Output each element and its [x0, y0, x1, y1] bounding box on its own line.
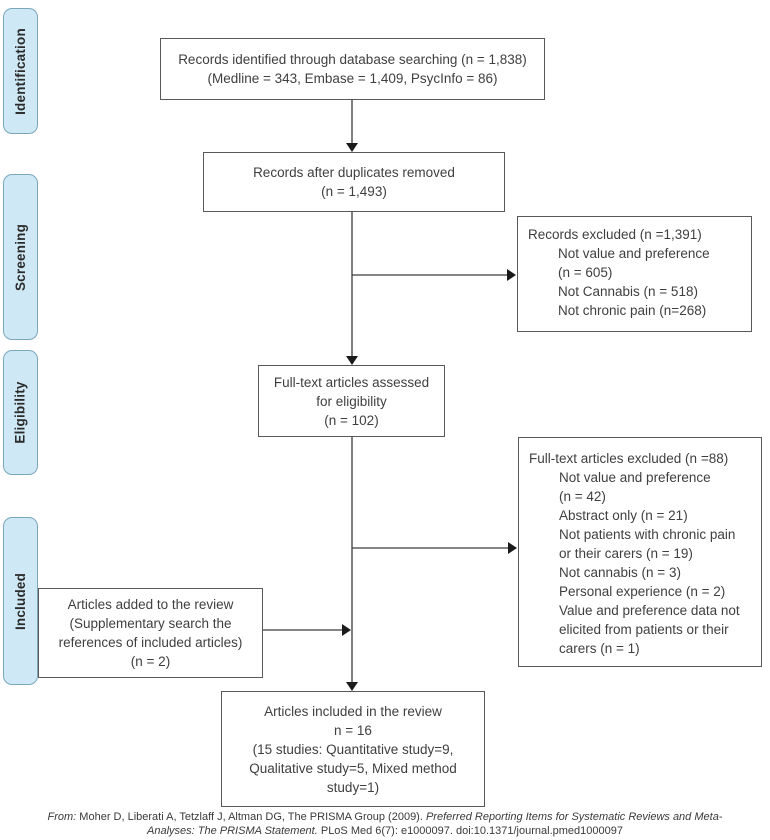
- stage-identification: Identification: [3, 8, 38, 134]
- box-articles-added-line4: (n = 2): [130, 654, 171, 669]
- box-duplicates-removed-line2: (n = 1,493): [321, 184, 387, 199]
- box-duplicates-removed-line1: Records after duplicates removed: [253, 165, 455, 180]
- box-fulltext-excluded-item: Not value and preference: [559, 470, 711, 485]
- citation-authors: Moher D, Liberati A, Tetzlaff J, Altman …: [76, 811, 426, 823]
- box-fulltext-excluded-item: Personal experience (n = 2): [559, 584, 726, 599]
- box-articles-added-line3: references of included articles): [58, 635, 243, 650]
- citation: From: Moher D, Liberati A, Tetzlaff J, A…: [0, 810, 770, 838]
- box-articles-added-line1: Articles added to the review: [67, 597, 234, 612]
- box-fulltext-excluded-item: elicited from patients or their: [559, 622, 729, 637]
- box-fulltext-assessed-line3: (n = 102): [324, 412, 379, 428]
- box-fulltext-assessed: Full-text articles assessed for eligibil…: [258, 365, 445, 437]
- box-articles-included-line2: n = 16: [334, 722, 372, 738]
- box-records-excluded: Records excluded (n =1,391) Not value an…: [517, 216, 752, 332]
- box-articles-added: Articles added to the review (Supplement…: [38, 588, 263, 678]
- citation-line2: Analyses: The PRISMA Statement. PLoS Med…: [0, 824, 770, 838]
- citation-rest: PLoS Med 6(7): e1000097. doi:10.1371/jou…: [317, 825, 623, 837]
- box-articles-included-line5: study=1): [326, 779, 380, 795]
- citation-line1: From: Moher D, Liberati A, Tetzlaff J, A…: [0, 810, 770, 824]
- box-articles-included-line3: (15 studies: Quantitative study=9,: [252, 741, 454, 757]
- box-duplicates-removed: Records after duplicates removed (n = 1,…: [203, 152, 505, 212]
- box-fulltext-excluded-item: Value and preference data not: [559, 603, 740, 618]
- box-records-identified-line1: Records identified through database sear…: [178, 52, 527, 67]
- box-records-excluded-item: Not Cannabis (n = 518): [558, 284, 698, 299]
- box-fulltext-excluded-item: Abstract only (n = 21): [559, 508, 688, 523]
- box-fulltext-excluded-item: carers (n = 1): [559, 641, 640, 656]
- box-records-excluded-header: Records excluded (n =1,391): [528, 227, 702, 242]
- box-fulltext-excluded-header: Full-text articles excluded (n =88): [529, 451, 729, 466]
- stage-eligibility: Eligibility: [3, 350, 38, 475]
- stage-screening: Screening: [3, 174, 38, 340]
- citation-title-line1: Preferred Reporting Items for Systematic…: [425, 811, 723, 823]
- stage-included: Included: [3, 517, 38, 685]
- box-records-excluded-item: Not value and preference: [558, 246, 710, 261]
- citation-prefix: From:: [47, 811, 77, 823]
- box-records-identified: Records identified through database sear…: [160, 38, 545, 100]
- box-articles-included-line4: Qualitative study=5, Mixed method: [249, 760, 457, 776]
- box-fulltext-excluded-item: or their carers (n = 19): [559, 546, 693, 561]
- box-fulltext-assessed-line1: Full-text articles assessed: [273, 374, 430, 390]
- box-fulltext-excluded-item: Not cannabis (n = 3): [559, 565, 681, 580]
- box-fulltext-assessed-line2: for eligibility: [316, 393, 387, 409]
- box-articles-included-line1: Articles included in the review: [264, 703, 442, 719]
- box-records-excluded-item: Not chronic pain (n=268): [558, 303, 707, 318]
- box-fulltext-excluded: Full-text articles excluded (n =88) Not …: [518, 437, 762, 667]
- box-fulltext-excluded-item: Not patients with chronic pain: [559, 527, 736, 542]
- box-records-identified-line2: (Medline = 343, Embase = 1,409, PsycInfo…: [207, 71, 498, 86]
- box-records-excluded-item: (n = 605): [558, 265, 613, 280]
- box-fulltext-excluded-item: (n = 42): [559, 489, 606, 504]
- citation-title-line2: Analyses: The PRISMA Statement.: [147, 825, 318, 837]
- box-articles-added-line2: (Supplementary search the: [69, 616, 232, 631]
- box-articles-included: Articles included in the review n = 16 (…: [221, 691, 485, 807]
